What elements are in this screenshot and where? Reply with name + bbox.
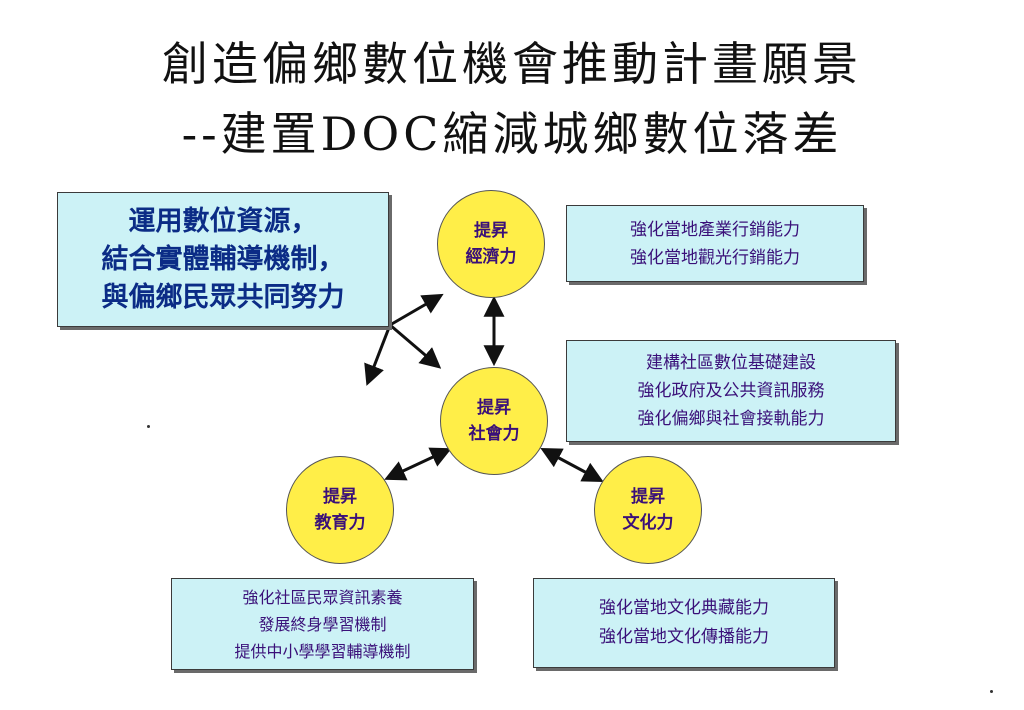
arrow-social-education — [384, 447, 452, 481]
economy-item: 強化當地產業行銷能力 — [630, 219, 800, 240]
culture-item: 強化當地文化傳播能力 — [599, 627, 769, 647]
main-line-2: 結合實體輔導機制， — [101, 243, 345, 275]
social-item: 強化政府及公共資訊服務 — [637, 381, 825, 401]
education-item: 強化社區民眾資訊素養 — [242, 587, 403, 607]
arrow-social-culture — [540, 448, 604, 482]
arrow-to-social — [389, 323, 442, 369]
stray-dot — [147, 425, 150, 428]
title-line-1: 創造偏鄉數位機會推動計畫願景 — [162, 37, 862, 91]
circle-education: 提昇 教育力 — [286, 456, 394, 564]
circle-education-line-2: 教育力 — [314, 513, 366, 533]
social-item: 強化偏鄉與社會接軌能力 — [637, 409, 825, 429]
economy-item: 強化當地觀光行銷能力 — [630, 247, 800, 268]
arrow-to-economy — [389, 293, 444, 327]
culture-item: 強化當地文化典藏能力 — [599, 598, 769, 618]
economy-detail-box: 強化當地產業行銷能力 強化當地觀光行銷能力 — [566, 205, 864, 282]
circle-education-line-1: 提昇 — [323, 487, 357, 507]
circle-culture-line-2: 文化力 — [622, 513, 674, 533]
stray-dot — [990, 690, 993, 693]
social-detail-box: 建構社區數位基礎建設 強化政府及公共資訊服務 強化偏鄉與社會接軌能力 — [566, 340, 896, 442]
education-item: 提供中小學學習輔導機制 — [234, 641, 411, 661]
circle-culture-line-1: 提昇 — [631, 487, 665, 507]
circle-social-line-1: 提昇 — [477, 398, 511, 418]
main-statement-box: 運用數位資源， 結合實體輔導機制， 與偏鄉民眾共同努力 — [57, 192, 389, 327]
circle-economy: 提昇 經濟力 — [437, 190, 545, 298]
main-line-1: 運用數位資源， — [128, 205, 318, 237]
education-item: 發展終身學習機制 — [258, 614, 387, 634]
culture-detail-box: 強化當地文化典藏能力 強化當地文化傳播能力 — [533, 578, 835, 668]
social-item: 建構社區數位基礎建設 — [646, 353, 816, 373]
arrow-to-lower-left — [364, 324, 392, 386]
education-detail-box: 強化社區民眾資訊素養 發展終身學習機制 提供中小學學習輔導機制 — [171, 578, 474, 670]
title-line-2: --建置DOC縮減城鄉數位落差 — [181, 107, 843, 161]
circle-social: 提昇 社會力 — [440, 367, 548, 475]
main-line-3: 與偏鄉民眾共同努力 — [101, 281, 345, 313]
circle-economy-line-1: 提昇 — [474, 221, 508, 241]
circle-culture: 提昇 文化力 — [594, 456, 702, 564]
circle-social-line-2: 社會力 — [468, 424, 520, 444]
circle-economy-line-2: 經濟力 — [465, 247, 517, 267]
